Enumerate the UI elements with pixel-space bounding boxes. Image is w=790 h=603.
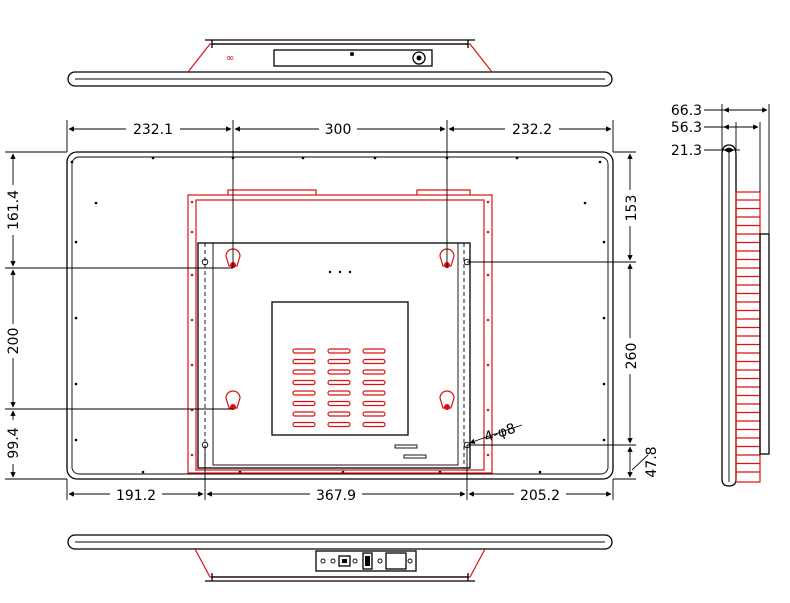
vent-slot (362, 348, 386, 354)
vent-slot (292, 348, 316, 354)
vent-slot (362, 358, 386, 365)
front-view-outer (66, 151, 614, 480)
vent-slot (292, 421, 316, 428)
vent-slot (327, 390, 351, 396)
dim-side-mid: 56.3 (671, 120, 702, 136)
dim-right-mid: 260 (624, 343, 640, 370)
heatsink-fins (736, 199, 760, 473)
keyhole-mounts (225, 248, 455, 410)
dc-jack (338, 555, 351, 567)
dim-right-bottom: 47.8 (644, 446, 660, 477)
hole-spec: 4-φ8 (482, 421, 517, 446)
vent-slots (292, 348, 386, 428)
dim-bottom-mid: 367.9 (316, 488, 356, 504)
edge-screws (70, 156, 606, 474)
vent-slot (362, 390, 386, 396)
top-view: ∞ (67, 39, 613, 87)
dim-side-total: 66.3 (671, 103, 702, 119)
vent-slot (327, 379, 351, 386)
vent-slot (362, 379, 386, 386)
top-view-bezel (67, 71, 613, 87)
vent-slot (327, 400, 351, 407)
power-switch (362, 552, 373, 570)
front-view (66, 151, 614, 480)
vent-slot (327, 369, 351, 375)
dim-left-mid: 200 (6, 328, 22, 355)
vent-slot (292, 411, 316, 417)
top-view-symbol: ∞ (226, 53, 234, 64)
vent-slot (292, 379, 316, 386)
dim-top-right: 232.2 (512, 122, 552, 138)
side-view-back-box (759, 233, 770, 455)
vent-slot (292, 400, 316, 407)
top-view-knob (412, 51, 426, 65)
dim-left-top: 161.4 (6, 190, 22, 230)
dim-left: 161.4 200 99.4 (4, 151, 233, 480)
vent-slot (292, 358, 316, 365)
mount-bracket (187, 189, 493, 474)
vent-slot (362, 400, 386, 407)
vent-slot (362, 369, 386, 375)
vent-slot (362, 421, 386, 428)
vent-slot (327, 411, 351, 417)
bottom-view-bezel (67, 534, 613, 550)
vent-slot (362, 411, 386, 417)
dim-top-left: 232.1 (133, 122, 173, 138)
dim-bottom: 191.2 367.9 205.2 (66, 445, 614, 504)
vent-slot (292, 369, 316, 375)
bottom-view (67, 534, 613, 582)
dim-right: 153 260 47.8 4-φ8 (467, 151, 660, 480)
vent-slot (327, 358, 351, 365)
dim-top: 232.1 300 232.2 (66, 120, 614, 268)
vga-port (385, 552, 407, 570)
vent-slot (327, 348, 351, 354)
dim-top-mid: 300 (325, 122, 352, 138)
dim-side-front: 21.3 (671, 143, 702, 159)
dim-left-bottom: 99.4 (6, 427, 22, 458)
top-view-port (273, 49, 433, 67)
side-view: 66.3 56.3 21.3 (671, 103, 770, 487)
dim-bottom-left: 191.2 (116, 488, 156, 504)
vent-slot (292, 390, 316, 396)
back-plate (197, 242, 471, 469)
vent-panel (271, 301, 409, 436)
vent-slot (327, 421, 351, 428)
dim-bottom-right: 205.2 (520, 488, 560, 504)
io-panel (315, 550, 417, 572)
dim-right-top: 153 (624, 195, 640, 222)
